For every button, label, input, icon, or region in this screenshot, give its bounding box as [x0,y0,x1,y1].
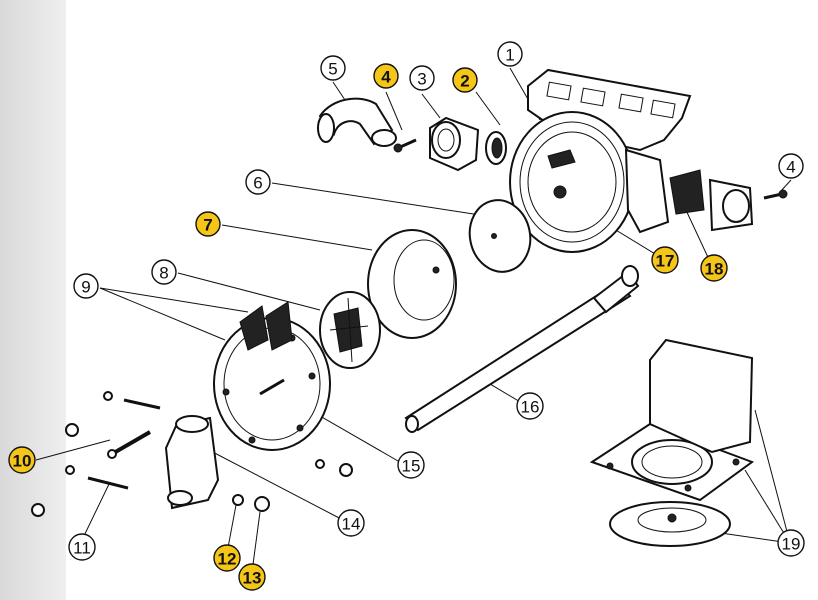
callout-c16: 16 [516,392,544,420]
callout-number: 3 [417,70,426,89]
callout-number: 6 [253,174,262,193]
callout-circle [8,446,36,474]
callout-circle [213,544,241,572]
callout-number: 10 [13,452,32,471]
callout-number: 4 [786,158,795,177]
callout-number: 2 [460,72,469,91]
callout-number: 1 [505,46,514,65]
deck-plate-part-19 [589,338,755,547]
callout-number: 14 [342,515,361,534]
callout-circle [409,65,435,91]
callout-c4b: 4 [778,153,804,179]
callout-circle [516,392,544,420]
callout-circle [778,153,804,179]
callout-number: 17 [656,252,675,271]
diaphragm-part-6 [468,199,532,273]
callout-c15: 15 [397,451,425,479]
callout-number: 11 [73,539,91,558]
callout-c3: 3 [409,65,435,91]
callout-c11: 11 [68,533,96,561]
callout-circle [320,55,346,81]
callout-number: 9 [81,278,90,297]
pin-part-11 [87,398,161,490]
callout-circle [777,529,805,557]
washers [31,391,353,517]
callout-circle [700,254,728,282]
callout-number: 13 [243,569,262,588]
callout-circle [238,563,266,591]
callout-circle [195,211,221,237]
callout-number: 4 [381,68,391,87]
callout-circle [151,259,177,285]
callout-circle [73,273,99,299]
callout-number: 16 [521,398,540,417]
bolt-part-10 [107,430,152,459]
screw-part-4-left [393,138,417,153]
callout-number: 7 [203,216,212,235]
outlet-flange-part-3 [429,116,480,172]
callout-c14: 14 [337,509,365,537]
callout-c12: 12 [213,544,241,572]
callout-c19: 19 [777,529,805,557]
screw-part-4-right [763,189,788,200]
callout-c8: 8 [151,259,177,285]
callout-number: 5 [328,60,337,79]
valve-seat-part-2 [485,131,507,165]
callout-c17: 17 [651,246,679,274]
cover-part-7 [367,229,457,339]
callout-c18: 18 [700,254,728,282]
callout-c7: 7 [195,211,221,237]
callout-number: 18 [705,260,724,279]
lever-pivot-part-9 [239,301,293,351]
callout-c6: 6 [245,169,271,195]
pump-housing [509,68,692,253]
callout-c9: 9 [73,273,99,299]
callout-number: 15 [402,457,421,476]
circlip-part-13 [254,496,270,512]
callout-number: 12 [218,550,237,569]
inlet-flange-part-18 [669,169,754,232]
callout-c4a: 4 [373,63,399,89]
handle-rod-part-16 [404,265,640,433]
callout-circle [68,533,96,561]
callout-number: 19 [782,535,801,554]
callout-circle [651,246,679,274]
callout-circle [452,67,478,93]
callout-c10: 10 [8,446,36,474]
left-gradient-strip [0,0,66,600]
callout-c1: 1 [497,41,523,67]
callout-c5: 5 [320,55,346,81]
handle-socket-part-14 [164,415,220,510]
callout-circle [397,451,425,479]
washer-part-12 [232,494,244,506]
callout-c2: 2 [452,67,478,93]
callout-circle [337,509,365,537]
elbow-fitting-part-5 [317,97,397,147]
callout-c13: 13 [238,563,266,591]
valve-plate-part-8 [319,291,381,369]
callout-circle [245,169,271,195]
callout-circle [373,63,399,89]
callout-number: 8 [159,264,168,283]
callout-circle [497,41,523,67]
